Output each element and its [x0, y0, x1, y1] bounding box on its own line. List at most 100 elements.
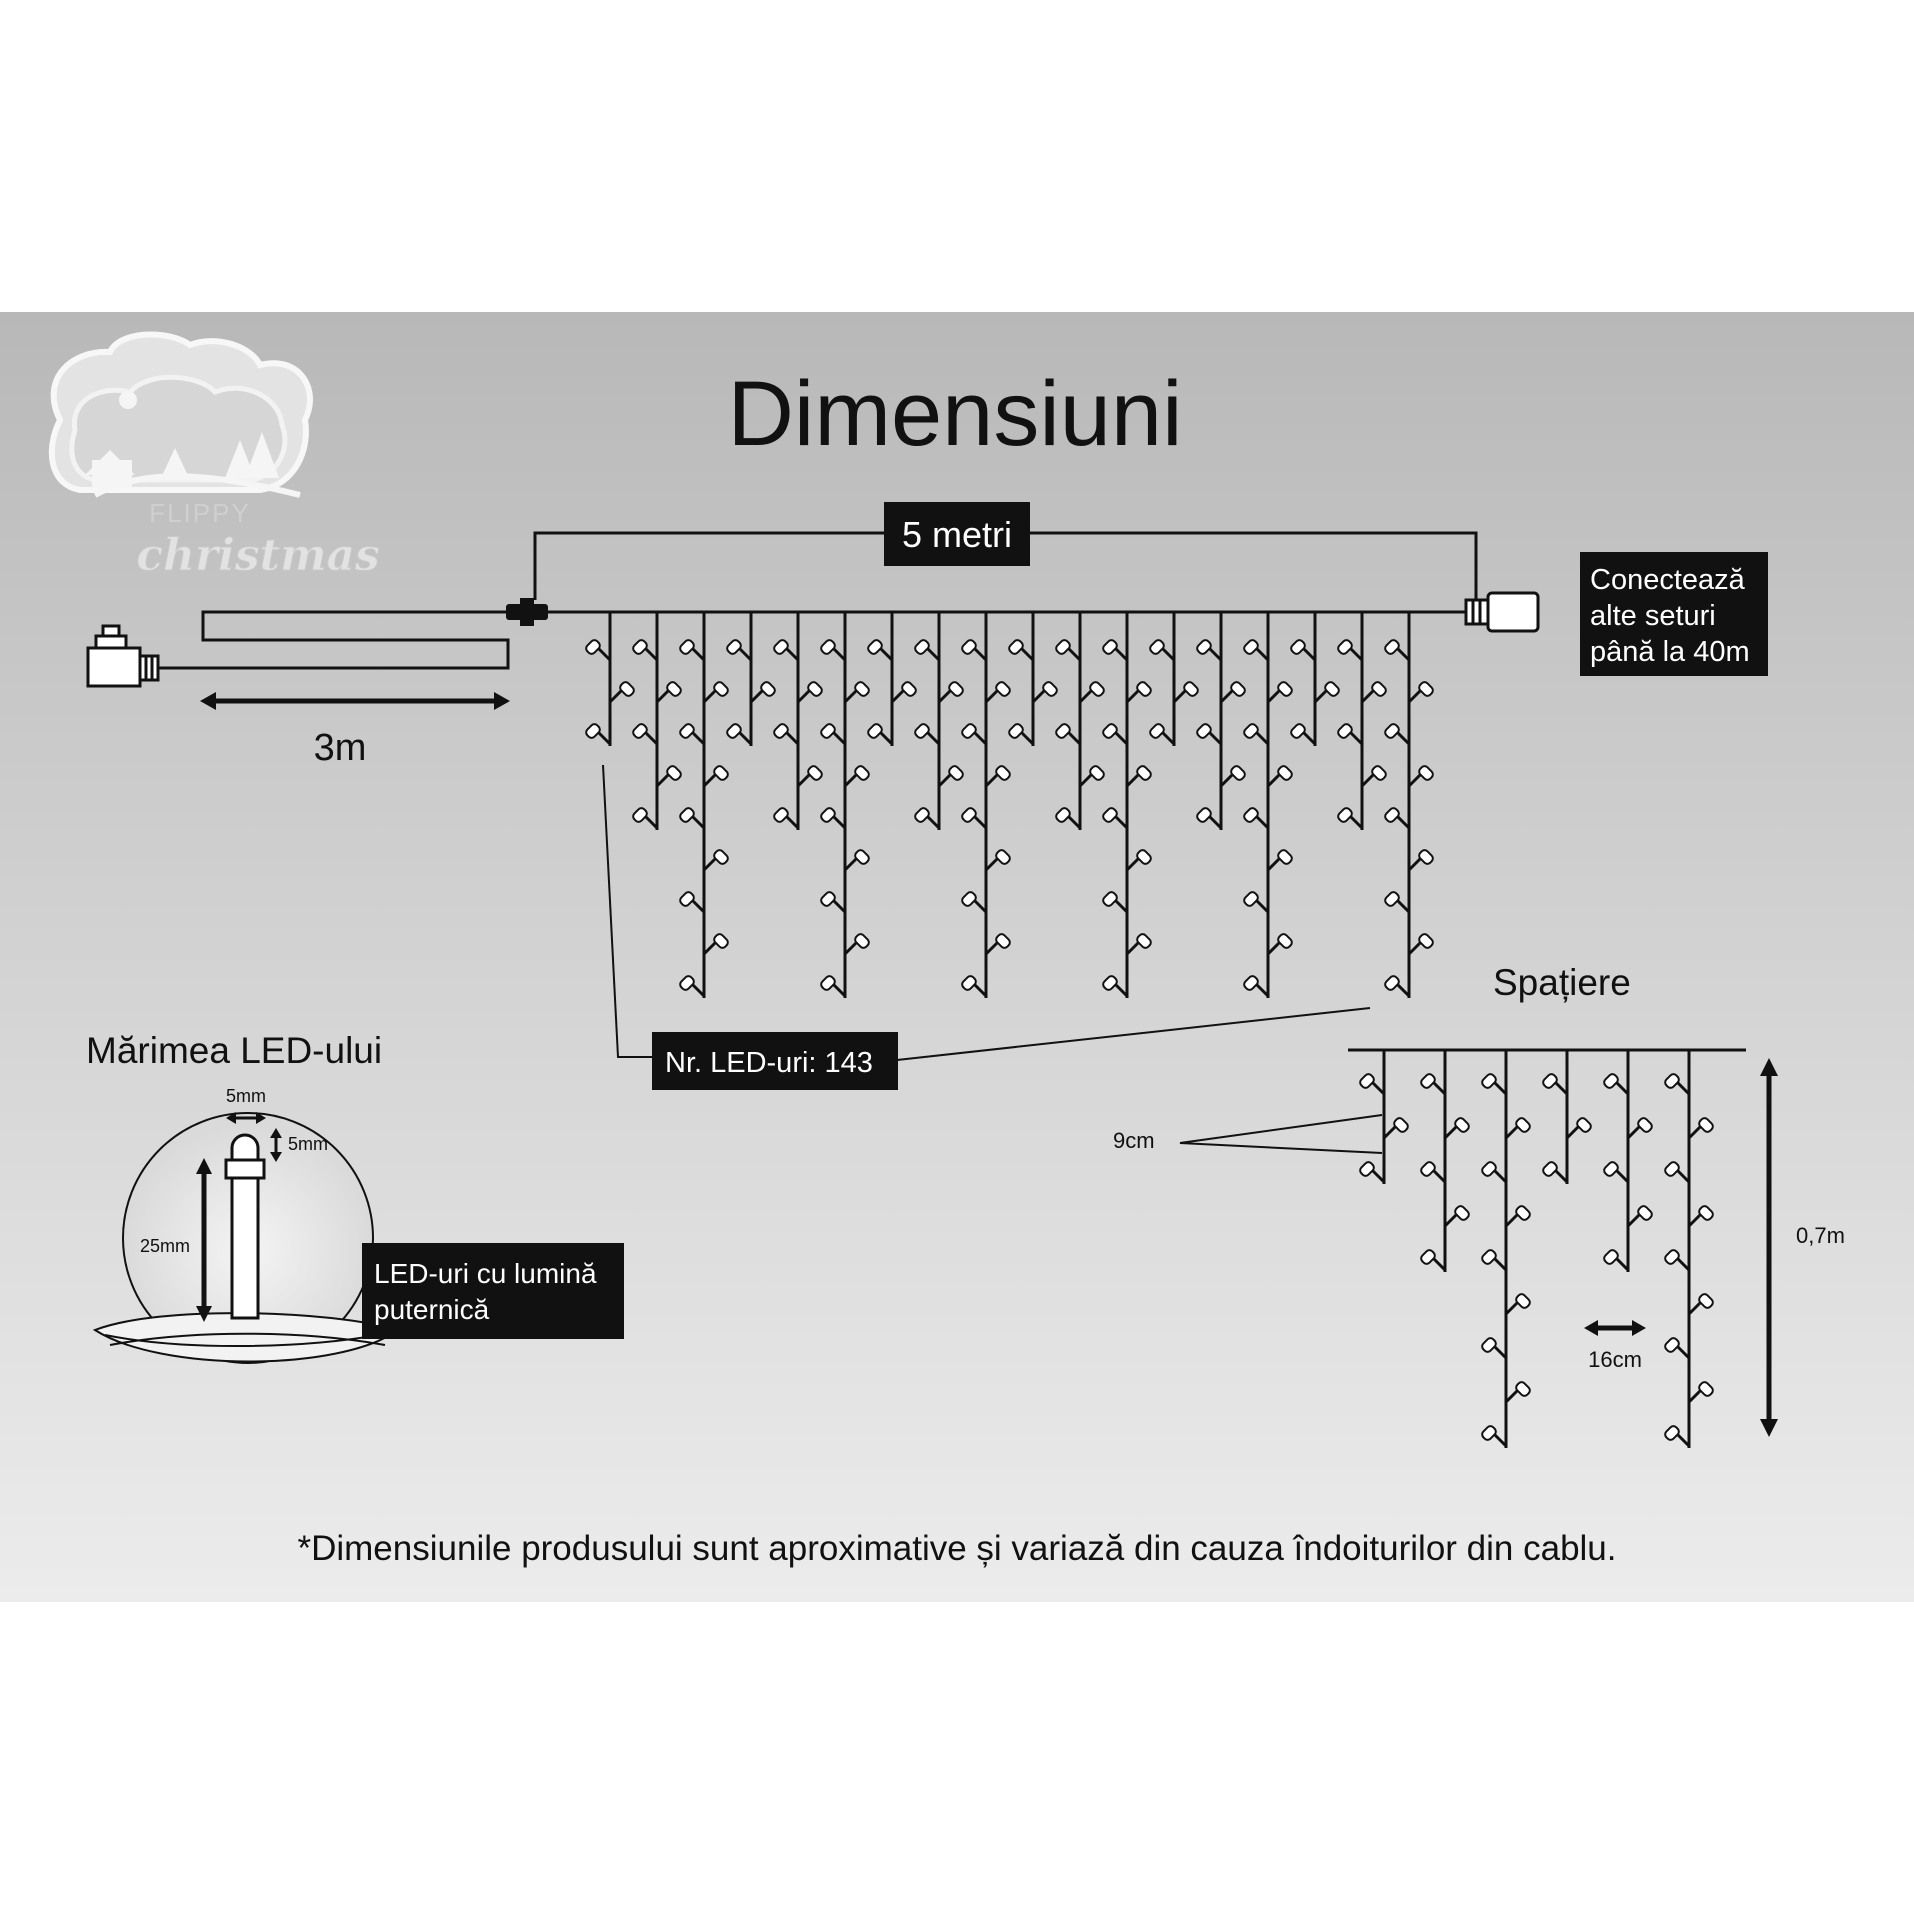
led-bulb-icon	[1603, 1161, 1630, 1184]
led-bulb-icon	[1384, 723, 1411, 746]
led-bulb-icon	[1687, 1293, 1714, 1316]
brand-name-line1: FLIPPY	[149, 498, 251, 528]
led-bulb-icon	[702, 681, 729, 704]
spacing-icicle-drops	[1359, 1050, 1714, 1448]
led-bulb-icon	[843, 681, 870, 704]
cable-junction	[506, 598, 548, 626]
led-bulb-icon	[1504, 1293, 1531, 1316]
led-bulb-icon	[1078, 765, 1105, 788]
lead-cable	[180, 610, 540, 670]
led-bulb-icon	[726, 639, 753, 662]
led-bulb-icon	[1055, 807, 1082, 830]
led-size-title: Mărimea LED-ului	[86, 1030, 382, 1071]
led-bulb-icon	[984, 933, 1011, 956]
led-bulb-icon	[1266, 849, 1293, 872]
led-bulb-icon	[914, 723, 941, 746]
led-bulb-icon	[1102, 807, 1129, 830]
led-bulb-icon	[1565, 1117, 1592, 1140]
led-bulb-icon	[1384, 807, 1411, 830]
led-bulb-icon	[1384, 639, 1411, 662]
led-bulb-icon	[1603, 1073, 1630, 1096]
led-bulb-icon	[914, 639, 941, 662]
led-bulb-icon	[773, 807, 800, 830]
led-count-leader-left	[602, 764, 654, 1058]
led-cap-arrow	[270, 1128, 282, 1162]
led-bulb-icon	[1219, 765, 1246, 788]
led-bulb-icon	[726, 723, 753, 746]
led-bulb-icon	[1626, 1117, 1653, 1140]
led-count-box	[652, 1032, 898, 1090]
main-length-box	[884, 502, 1030, 566]
led-bulb-icon	[1243, 723, 1270, 746]
footnote: *Dimensiunile produsului sunt aproximati…	[297, 1529, 1616, 1568]
led-bulb-icon	[1407, 681, 1434, 704]
strand-spacing-arrow	[1584, 1320, 1646, 1336]
led-bulb-icon	[984, 765, 1011, 788]
led-height-arrow	[196, 1158, 212, 1322]
led-bulb-icon	[702, 849, 729, 872]
led-bulb-icon	[961, 723, 988, 746]
led-bulb-icon	[867, 723, 894, 746]
led-bulb-icon	[796, 765, 823, 788]
led-bulb-icon	[1266, 681, 1293, 704]
led-bulb-icon	[1290, 723, 1317, 746]
led-bulb-icon	[1196, 807, 1223, 830]
led-bulb-icon	[585, 723, 612, 746]
spacing-height-arrow	[1760, 1058, 1778, 1437]
main-length-label: 5 metri	[902, 514, 1012, 555]
led-bulb-icon	[1360, 681, 1387, 704]
led-bulb-icon	[961, 639, 988, 662]
led-bulb-icon	[1664, 1337, 1691, 1360]
led-bulb-icon	[843, 849, 870, 872]
led-note-line1: LED-uri cu lumină	[374, 1258, 597, 1289]
led-bulb-icon	[1102, 639, 1129, 662]
spacing-height-label: 0,7m	[1796, 1223, 1845, 1248]
led-bulb-icon	[608, 681, 635, 704]
led-bulb-icon	[1337, 723, 1364, 746]
led-bulb-icon	[1125, 849, 1152, 872]
led-bulb-icon	[1149, 723, 1176, 746]
led-bulb-icon	[820, 639, 847, 662]
led-bulb-icon	[1481, 1073, 1508, 1096]
connect-note-line1: Conectează	[1590, 564, 1746, 596]
led-bulb-icon	[773, 723, 800, 746]
lead-cable-dimension-arrow	[200, 692, 510, 710]
led-bulb-icon	[1172, 681, 1199, 704]
led-bulb-icon	[1384, 975, 1411, 998]
led-bulb-icon	[843, 765, 870, 788]
led-bulb-icon	[1504, 1381, 1531, 1404]
led-bulb-icon	[1407, 849, 1434, 872]
led-bulb-icon	[1055, 639, 1082, 662]
led-bulb-icon	[843, 933, 870, 956]
power-adapter	[86, 624, 180, 688]
led-bulb-icon	[1243, 891, 1270, 914]
led-spacing-leader	[1179, 1114, 1383, 1154]
led-bulb-icon	[914, 807, 941, 830]
led-bulb-icon	[1420, 1073, 1447, 1096]
brand-logo: FLIPPY christmas	[48, 331, 380, 582]
led-bulb-icon	[632, 639, 659, 662]
led-bulb-icon	[1687, 1117, 1714, 1140]
led-bulb-icon	[820, 891, 847, 914]
led-cap-label: 5mm	[288, 1134, 328, 1154]
led-bulb-icon	[937, 681, 964, 704]
led-bulb-icon	[937, 765, 964, 788]
led-bulb-icon	[632, 723, 659, 746]
led-width-arrow	[226, 1112, 266, 1124]
led-bulb-icon	[984, 849, 1011, 872]
led-bulb-icon	[1149, 639, 1176, 662]
led-bulb-icon	[632, 807, 659, 830]
led-bulb-icon	[961, 807, 988, 830]
led-bulb-icon	[1290, 639, 1317, 662]
lead-cable-length-label: 3m	[314, 727, 367, 769]
led-bulb-icon	[679, 723, 706, 746]
led-bulb-icon	[1243, 639, 1270, 662]
led-bulb-icon	[702, 765, 729, 788]
led-size-wire	[92, 1312, 401, 1363]
led-bulb-icon	[1542, 1161, 1569, 1184]
led-bulb-icon	[1125, 681, 1152, 704]
led-bulb-icon	[1481, 1161, 1508, 1184]
led-bulb-icon	[1664, 1161, 1691, 1184]
led-bulb-icon	[1125, 933, 1152, 956]
led-bulb-icon	[773, 639, 800, 662]
